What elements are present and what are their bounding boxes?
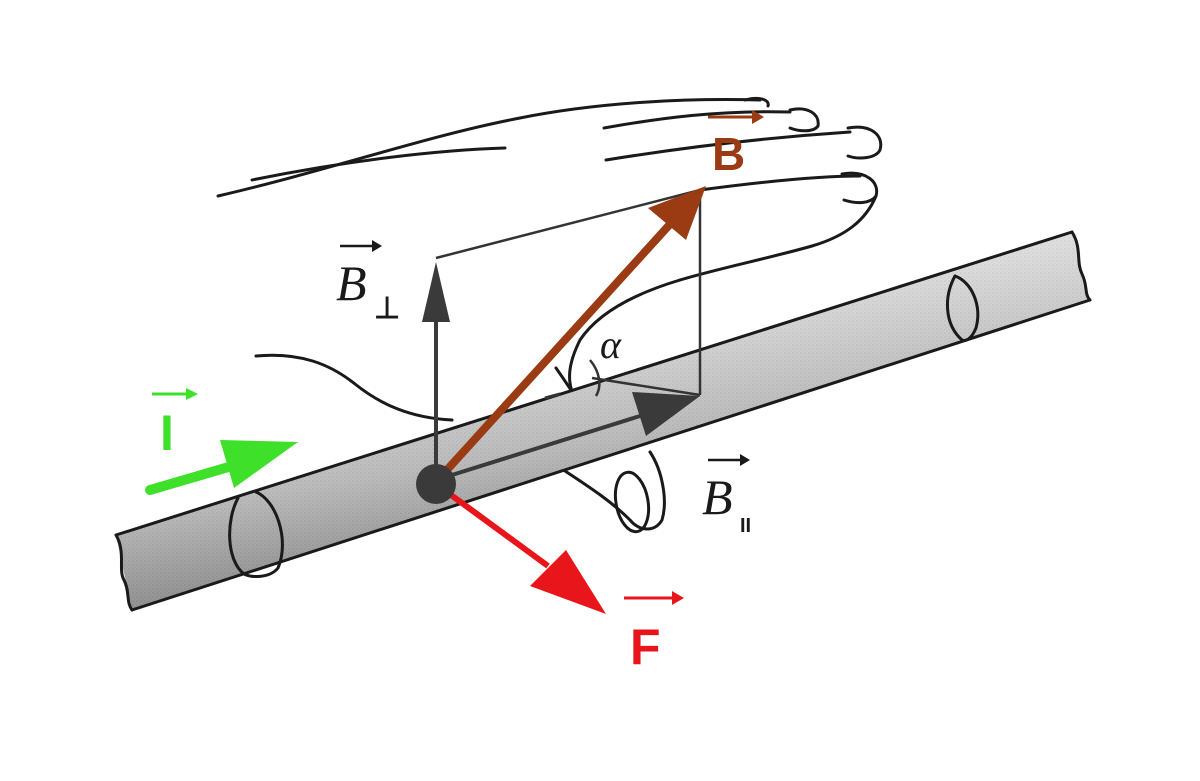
svg-text:B: B <box>702 469 733 525</box>
label-B-perpendicular: B ⊥ <box>336 240 400 325</box>
svg-text:I: I <box>160 405 174 461</box>
construction-lines <box>435 188 702 400</box>
force-arrow <box>434 481 606 614</box>
label-B: B <box>708 110 764 180</box>
contact-point <box>416 464 456 504</box>
svg-text:⊥: ⊥ <box>374 292 400 325</box>
label-B-parallel: B II <box>702 454 751 537</box>
label-I: I <box>152 388 198 461</box>
svg-text:B: B <box>336 255 367 311</box>
b-field-arrow <box>433 186 706 485</box>
b-parallel-arrow <box>435 392 700 482</box>
svg-text:II: II <box>740 515 751 537</box>
b-perpendicular-arrow <box>422 262 450 478</box>
svg-text:F: F <box>630 619 661 675</box>
current-arrow <box>145 440 298 495</box>
wire-icon <box>114 230 1092 612</box>
label-F: F <box>624 591 684 675</box>
label-alpha: α <box>600 322 622 367</box>
svg-text:B: B <box>712 128 745 180</box>
